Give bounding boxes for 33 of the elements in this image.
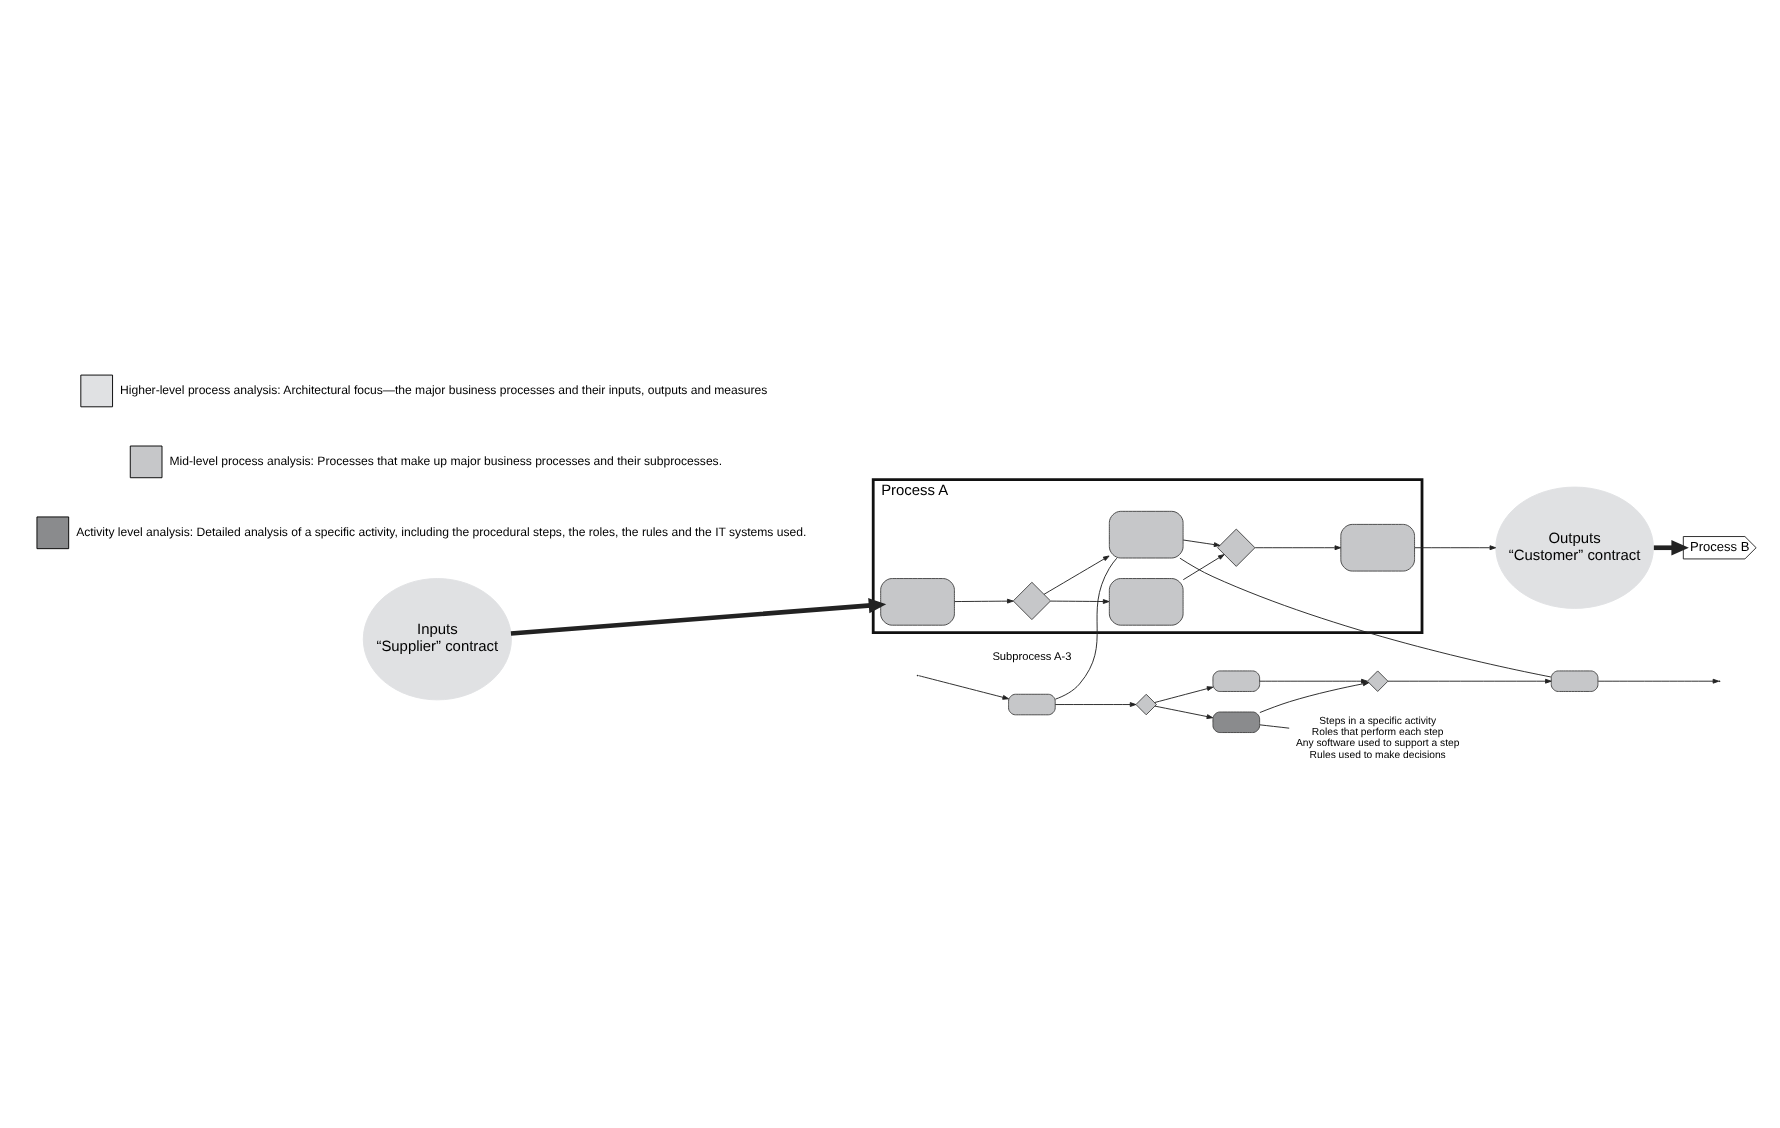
arrow <box>1653 539 1689 555</box>
arrow <box>1414 544 1497 550</box>
cluster: Process A <box>871 477 1424 634</box>
node-box <box>880 577 955 625</box>
node-box <box>1108 509 1184 558</box>
arrow <box>918 674 1009 699</box>
node-box <box>1550 669 1599 691</box>
arrow <box>1043 554 1110 594</box>
arrow <box>1050 598 1110 603</box>
arrow <box>1154 685 1214 702</box>
node-box <box>1212 669 1261 691</box>
arrow <box>1054 701 1137 706</box>
node-box <box>1212 710 1261 732</box>
connector <box>1259 723 1290 728</box>
node-box <box>1008 692 1056 715</box>
arrow <box>1387 677 1552 683</box>
node-diamond <box>1135 692 1157 715</box>
arrow <box>1182 538 1221 546</box>
arrow <box>1597 677 1720 683</box>
arrow <box>1182 553 1225 580</box>
arrow <box>1154 704 1214 718</box>
arrow <box>954 597 1014 603</box>
connector <box>1054 556 1118 699</box>
node-ellipse: Inputs “Supplier” contract <box>362 577 512 700</box>
node-box <box>1340 522 1415 571</box>
arrow <box>1259 680 1370 712</box>
arrow <box>510 596 887 635</box>
node-diamond <box>1366 669 1389 691</box>
node-ellipse: Outputs “Customer” contract <box>1495 485 1654 608</box>
connector <box>1179 556 1552 677</box>
arrow <box>1254 544 1342 550</box>
node-box <box>1108 577 1184 625</box>
node-diamond <box>1012 580 1051 620</box>
